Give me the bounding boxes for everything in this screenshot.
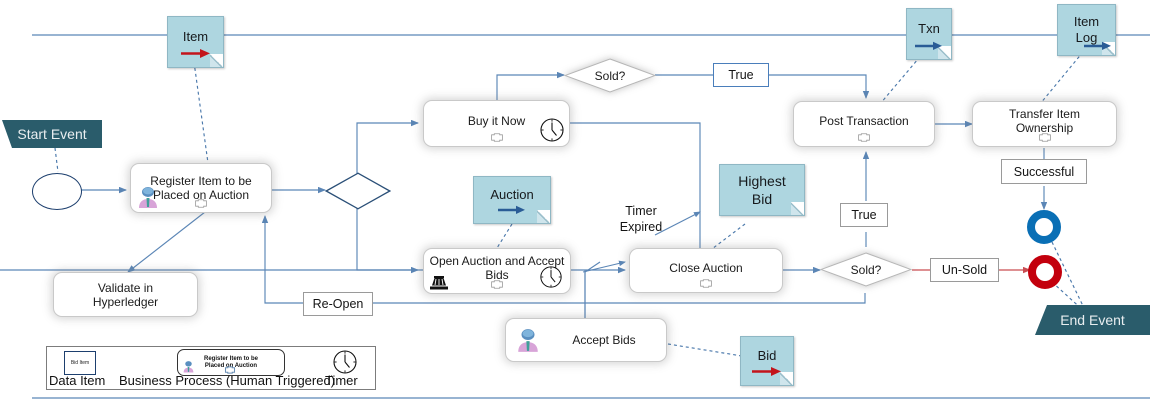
- task-post-transaction[interactable]: Post Transaction: [793, 101, 935, 147]
- gateway-sold-top[interactable]: Sold?: [564, 58, 656, 93]
- data-object-auction[interactable]: Auction: [473, 176, 551, 224]
- fold-corner-icon: [791, 202, 805, 216]
- subprocess-marker-icon: [700, 279, 712, 288]
- edge-label-successful: Successful: [1001, 159, 1087, 184]
- gateway-sold-bottom-label: Sold?: [850, 262, 882, 277]
- subprocess-marker-icon: [491, 280, 503, 289]
- timer-icon: [540, 118, 564, 142]
- legend-bp-sample-line1: Register Item to be: [203, 355, 258, 362]
- edge-label-re-open-text: Re-Open: [312, 297, 364, 311]
- data-object-item-log-line2: Log: [1075, 30, 1098, 45]
- task-register-item-line1: Register Item to be: [150, 174, 252, 188]
- user-icon: [139, 187, 157, 208]
- legend-timer-label: Timer: [325, 373, 358, 388]
- timer-icon: [540, 266, 562, 288]
- data-object-highest-bid[interactable]: Highest Bid: [719, 164, 805, 216]
- fold-corner-icon: [780, 372, 794, 386]
- data-object-txn[interactable]: Txn: [906, 8, 952, 60]
- task-validate-in-hyperledger-label: Validate in Hyperledger: [92, 280, 159, 309]
- edge-label-un-sold-text: Un-Sold: [941, 263, 988, 277]
- blue-arrow-icon: [1084, 41, 1111, 50]
- gateway-sold-bottom[interactable]: Sold?: [820, 252, 912, 287]
- task-close-auction[interactable]: Close Auction: [629, 248, 783, 293]
- start-event-circle[interactable]: [32, 173, 82, 210]
- red-arrow-icon: [752, 367, 781, 376]
- subprocess-marker-icon: [195, 199, 207, 208]
- task-register-item-line2: Placed on Auction: [152, 188, 250, 202]
- gateway-diamond-icon: [564, 58, 656, 93]
- edge-label-timer-expired-line2: Expired: [619, 220, 663, 234]
- task-buy-it-now-label: Buy it Now: [467, 113, 526, 128]
- gateway-split[interactable]: [325, 172, 391, 210]
- red-arrow-icon: [180, 49, 210, 58]
- task-buy-it-now[interactable]: Buy it Now: [423, 100, 570, 147]
- legend-business-process-label: Business Process (Human Triggered): [119, 373, 336, 388]
- fold-corner-icon: [537, 210, 551, 224]
- start-event-banner: Start Event: [2, 120, 102, 148]
- subprocess-marker-icon: [224, 366, 236, 374]
- end-event-unsold-ring[interactable]: [1028, 255, 1062, 289]
- task-accept-bids-label: Accept Bids: [572, 333, 636, 347]
- edge-label-timer-expired-line1: Timer: [625, 204, 657, 218]
- edge-label-true-bottom-text: True: [851, 208, 877, 222]
- task-transfer-item-ownership-label: Transfer Item Ownership: [1009, 107, 1080, 135]
- subprocess-marker-icon: [1038, 133, 1051, 142]
- legend-data-item-sample-text: Bid Item: [70, 360, 90, 366]
- legend-bp-sample-line2: Placed on Auction: [204, 362, 258, 369]
- end-event-banner-label: End Event: [1060, 312, 1125, 328]
- start-event-banner-label: Start Event: [17, 126, 87, 142]
- data-object-item-log[interactable]: Item Log: [1057, 4, 1116, 56]
- data-object-auction-label: Auction: [490, 186, 534, 202]
- task-open-auction-accept-bids[interactable]: Open Auction and Accept Bids: [423, 248, 571, 294]
- gateway-sold-top-label: Sold?: [594, 68, 626, 83]
- legend-data-item-label: Data Item: [49, 373, 106, 388]
- data-object-item[interactable]: Item: [167, 16, 224, 68]
- subprocess-marker-icon: [490, 133, 503, 142]
- task-open-auction-line2: Bids: [485, 268, 509, 282]
- user-icon: [183, 361, 194, 373]
- legend: Bid Item Data Item Register Item to be P…: [46, 346, 376, 390]
- end-event-banner: End Event: [1035, 305, 1150, 335]
- data-object-item-log-line1: Item: [1073, 14, 1100, 29]
- blue-arrow-icon: [915, 41, 942, 50]
- edge-label-timer-expired: Timer Expired: [606, 203, 676, 235]
- subprocess-marker-icon: [858, 133, 870, 142]
- task-close-auction-label: Close Auction: [669, 260, 743, 275]
- data-object-highest-bid-line2: Bid: [751, 191, 773, 207]
- task-validate-in-hyperledger[interactable]: Validate in Hyperledger: [53, 272, 198, 317]
- data-object-bid[interactable]: Bid: [740, 336, 794, 386]
- task-open-auction-line1: Open Auction and Accept: [429, 254, 565, 268]
- data-object-txn-label: Txn: [918, 20, 940, 36]
- gavel-icon: [430, 276, 448, 290]
- timer-icon: [333, 350, 357, 374]
- fold-corner-icon: [210, 54, 224, 68]
- edge-label-true-bottom: True: [840, 203, 888, 227]
- task-post-transaction-label: Post Transaction: [819, 114, 909, 128]
- edge-label-successful-text: Successful: [1013, 164, 1075, 179]
- fold-corner-icon: [938, 46, 952, 60]
- edge-label-true-top: True: [713, 63, 769, 87]
- edge-label-re-open: Re-Open: [303, 292, 373, 316]
- data-object-highest-bid-line1: Highest: [738, 173, 786, 189]
- task-transfer-item-ownership[interactable]: Transfer Item Ownership: [972, 101, 1117, 147]
- edge-label-un-sold: Un-Sold: [930, 258, 999, 282]
- user-icon: [518, 329, 538, 352]
- edge-label-true-top-text: True: [728, 68, 754, 82]
- legend-data-item-sample-icon: Bid Item: [64, 351, 96, 375]
- data-object-bid-label: Bid: [757, 347, 777, 363]
- task-register-item[interactable]: Register Item to be Placed on Auction: [130, 163, 272, 213]
- end-event-success-ring[interactable]: [1027, 210, 1061, 244]
- gateway-diamond-icon: [325, 172, 391, 210]
- gateway-diamond-icon: [820, 252, 912, 287]
- task-accept-bids[interactable]: Accept Bids: [505, 318, 667, 362]
- data-object-item-label: Item: [182, 28, 209, 44]
- blue-arrow-icon: [498, 205, 525, 214]
